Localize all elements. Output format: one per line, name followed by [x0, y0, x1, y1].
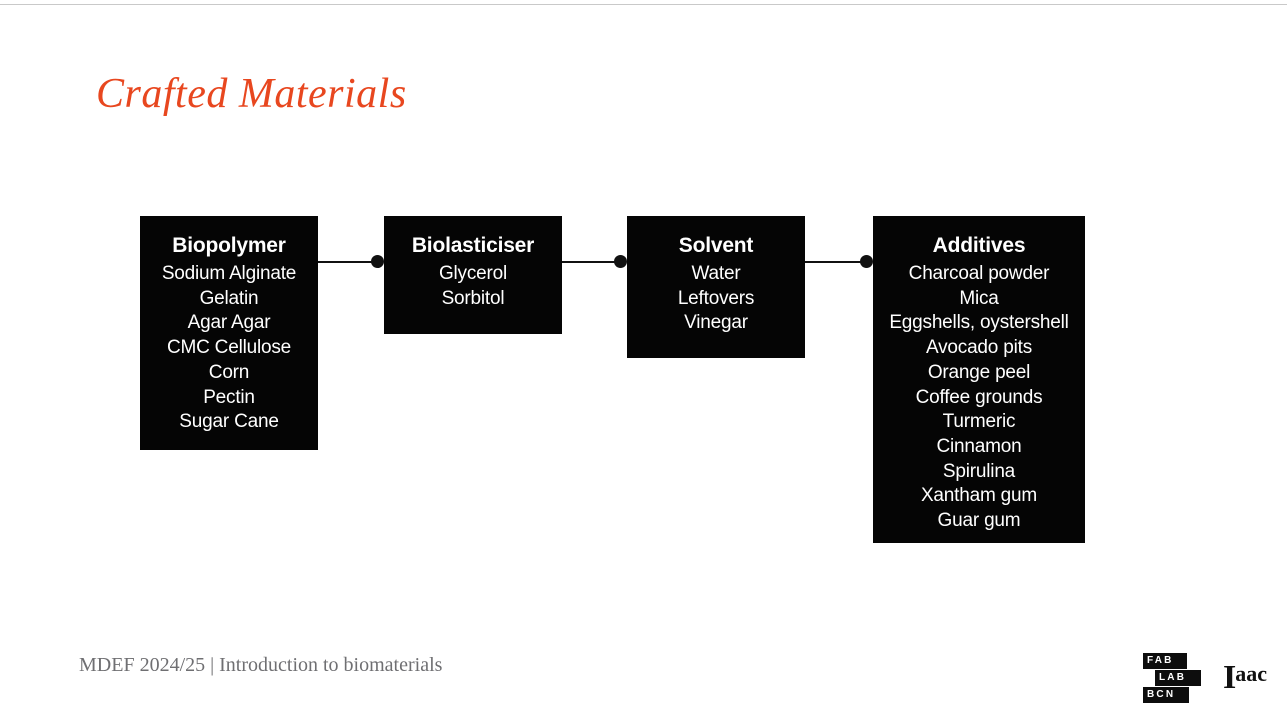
node-title: Biopolymer [172, 234, 286, 257]
node-item: Avocado pits [925, 337, 1033, 359]
page-title: Crafted Materials [96, 71, 407, 117]
node-item: Glycerol [438, 263, 508, 284]
connector-biopolymer-to-biolasticiser [318, 255, 384, 269]
iaac-logo-initial: I [1223, 659, 1236, 696]
node-item: Coffee grounds [915, 386, 1043, 408]
connector-solvent-to-additives [805, 255, 873, 269]
footer-logos: FAB LAB BCN Iaac [1143, 652, 1271, 704]
node-item: Mica [959, 287, 999, 309]
footer-caption: MDEF 2024/25 | Introduction to biomateri… [79, 654, 443, 676]
node-item: Guar gum [937, 510, 1021, 532]
top-divider [0, 4, 1287, 5]
node-item: Eggshells, oystershell [889, 312, 1069, 334]
connector-dot [860, 255, 873, 268]
node-item: Xantham gum [920, 485, 1038, 507]
fablab-logo-line-3: BCN [1143, 687, 1189, 703]
node-item: Gelatin [199, 287, 259, 309]
node-item: Turmeric [942, 411, 1016, 433]
connector-line [805, 261, 866, 263]
connector-dot [371, 255, 384, 268]
node-title: Solvent [678, 234, 754, 257]
node-item: Corn [208, 361, 250, 383]
node-item: Sorbitol [441, 287, 505, 309]
connector-biolasticiser-to-solvent [562, 255, 627, 269]
node-item: Sugar Cane [179, 411, 279, 433]
node-item: CMC Cellulose [166, 337, 292, 359]
node-item: Sodium Alginate [161, 263, 297, 284]
fablab-logo-line-2: LAB [1155, 670, 1201, 686]
fablab-logo-line-1: FAB [1143, 653, 1187, 669]
node-item: Agar Agar [187, 312, 271, 334]
diagram-node-solvent[interactable]: Solvent Water Leftovers Vinegar [627, 216, 805, 358]
iaac-logo-rest: aac [1235, 661, 1267, 686]
node-item: Leftovers [677, 287, 755, 309]
node-item: Orange peel [927, 361, 1031, 383]
connector-line [562, 261, 620, 263]
connector-line [318, 261, 377, 263]
node-item: Vinegar [684, 312, 748, 334]
node-item: Cinnamon [936, 435, 1022, 457]
diagram-node-biopolymer[interactable]: Biopolymer Sodium Alginate Gelatin Agar … [140, 216, 318, 450]
diagram-node-biolasticiser[interactable]: Biolasticiser Glycerol Sorbitol [384, 216, 562, 334]
node-item: Spirulina [942, 460, 1016, 482]
node-item: Charcoal powder [908, 263, 1050, 284]
iaac-logo: Iaac [1223, 661, 1271, 695]
node-title: Biolasticiser [411, 234, 535, 257]
node-item: Pectin [203, 386, 255, 408]
fablab-bcn-logo: FAB LAB BCN [1143, 652, 1201, 704]
connector-dot [614, 255, 627, 268]
node-title: Additives [932, 234, 1026, 257]
diagram-node-additives[interactable]: Additives Charcoal powder Mica Eggshells… [873, 216, 1085, 543]
node-item: Water [691, 263, 741, 284]
